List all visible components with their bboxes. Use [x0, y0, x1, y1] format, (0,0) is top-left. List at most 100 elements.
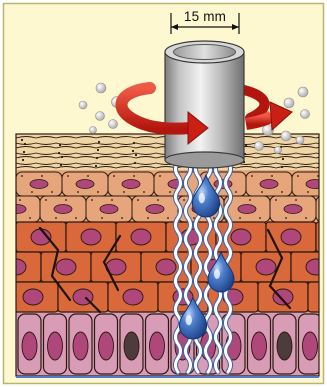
droplet-highlight	[214, 269, 220, 279]
corneum-granule	[59, 144, 61, 146]
keratohyalin-granule	[157, 199, 159, 201]
keratohyalin-granule	[91, 199, 93, 201]
rotating-cylinder	[165, 41, 244, 168]
corneum-granule	[281, 166, 283, 168]
keratohyalin-granule	[147, 217, 149, 219]
keratohyalin-granule	[261, 191, 263, 193]
keratohyalin-granule	[0, 199, 1, 201]
keratohyalin-granule	[239, 217, 241, 219]
dimension-label: 15 mm	[171, 9, 239, 24]
keratohyalin-granule	[275, 199, 277, 201]
dust-particle	[96, 112, 105, 121]
keratohyalin-granule	[111, 199, 113, 201]
corneum-granule	[21, 139, 23, 141]
tissue-cell-layer	[0, 137, 327, 375]
corneum-granule	[23, 151, 25, 153]
keratohyalin-granule	[55, 217, 57, 219]
keratohyalin-granule	[143, 191, 145, 193]
cell-nucleus	[238, 205, 256, 214]
dust-particle	[96, 83, 106, 93]
keratohyalin-granule	[285, 217, 287, 219]
cell-nucleus	[122, 180, 140, 189]
keratohyalin-granule	[101, 217, 103, 219]
keratohyalin-granule	[19, 199, 21, 201]
keratohyalin-granule	[121, 217, 123, 219]
dust-particle	[109, 120, 118, 129]
corneum-granule	[58, 152, 60, 154]
cell-nucleus	[146, 205, 164, 214]
droplet-highlight	[199, 193, 205, 204]
keratohyalin-granule	[29, 217, 31, 219]
cell-nucleus	[260, 180, 278, 189]
cell-nucleus	[277, 332, 292, 360]
keratohyalin-granule	[75, 217, 77, 219]
corneum-granule	[134, 162, 136, 164]
cell-nucleus	[22, 332, 37, 360]
keratohyalin-granule	[65, 199, 67, 201]
cell-nucleus	[81, 229, 101, 245]
cell-nucleus	[73, 332, 88, 360]
corneum-granule	[95, 165, 97, 167]
keratohyalin-granule	[305, 217, 307, 219]
cell-nucleus	[124, 332, 139, 360]
corneum-granule	[22, 159, 24, 161]
dust-particle	[255, 142, 264, 151]
keratohyalin-granule	[235, 191, 237, 193]
dust-particle	[90, 127, 97, 134]
keratohyalin-granule	[113, 175, 115, 177]
cell-nucleus	[284, 205, 302, 214]
cell-nucleus	[123, 289, 143, 305]
corneum-granule	[132, 150, 134, 152]
corneum-granule	[24, 143, 26, 145]
keratohyalin-granule	[97, 191, 99, 193]
cell-nucleus	[99, 332, 114, 360]
dust-particle	[79, 101, 87, 109]
cell-nucleus	[131, 229, 151, 245]
keratohyalin-granule	[21, 175, 23, 177]
dust-particle	[284, 98, 294, 108]
cell-nucleus	[48, 332, 63, 360]
keratohyalin-granule	[271, 175, 273, 177]
keratohyalin-granule	[183, 199, 185, 201]
cell-nucleus	[23, 289, 43, 305]
corneum-granule	[97, 149, 99, 151]
cell-nucleus	[76, 180, 94, 189]
keratohyalin-granule	[67, 175, 69, 177]
keratohyalin-granule	[137, 199, 139, 201]
cell-nucleus	[150, 332, 165, 360]
keratohyalin-granule	[31, 191, 33, 193]
keratohyalin-granule	[295, 199, 297, 201]
cell-nucleus	[56, 259, 76, 275]
keratohyalin-granule	[251, 175, 253, 177]
keratohyalin-granule	[213, 217, 215, 219]
keratohyalin-granule	[159, 175, 161, 177]
corneum-granule	[61, 156, 63, 158]
corneum-granule	[96, 157, 98, 159]
keratohyalin-granule	[51, 191, 53, 193]
keratohyalin-granule	[45, 199, 47, 201]
cell-nucleus	[281, 229, 301, 245]
cell-nucleus	[100, 205, 118, 214]
dust-particle	[275, 147, 282, 154]
corneum-granule	[133, 142, 135, 144]
dust-particle	[296, 136, 304, 144]
keratohyalin-granule	[87, 175, 89, 177]
cell-nucleus	[30, 180, 48, 189]
keratohyalin-granule	[133, 175, 135, 177]
dust-particle	[281, 131, 291, 141]
keratohyalin-granule	[249, 199, 251, 201]
cell-nucleus	[252, 332, 267, 360]
droplet-highlight	[186, 315, 192, 326]
keratohyalin-granule	[259, 217, 261, 219]
keratohyalin-granule	[193, 217, 195, 219]
dust-particle	[298, 87, 308, 97]
corneum-granule	[282, 158, 284, 160]
cell-nucleus	[231, 229, 251, 245]
corneum-granule	[245, 145, 247, 147]
corneum-granule	[60, 164, 62, 166]
keratohyalin-granule	[169, 191, 171, 193]
keratohyalin-granule	[297, 175, 299, 177]
cell-nucleus	[303, 332, 318, 360]
